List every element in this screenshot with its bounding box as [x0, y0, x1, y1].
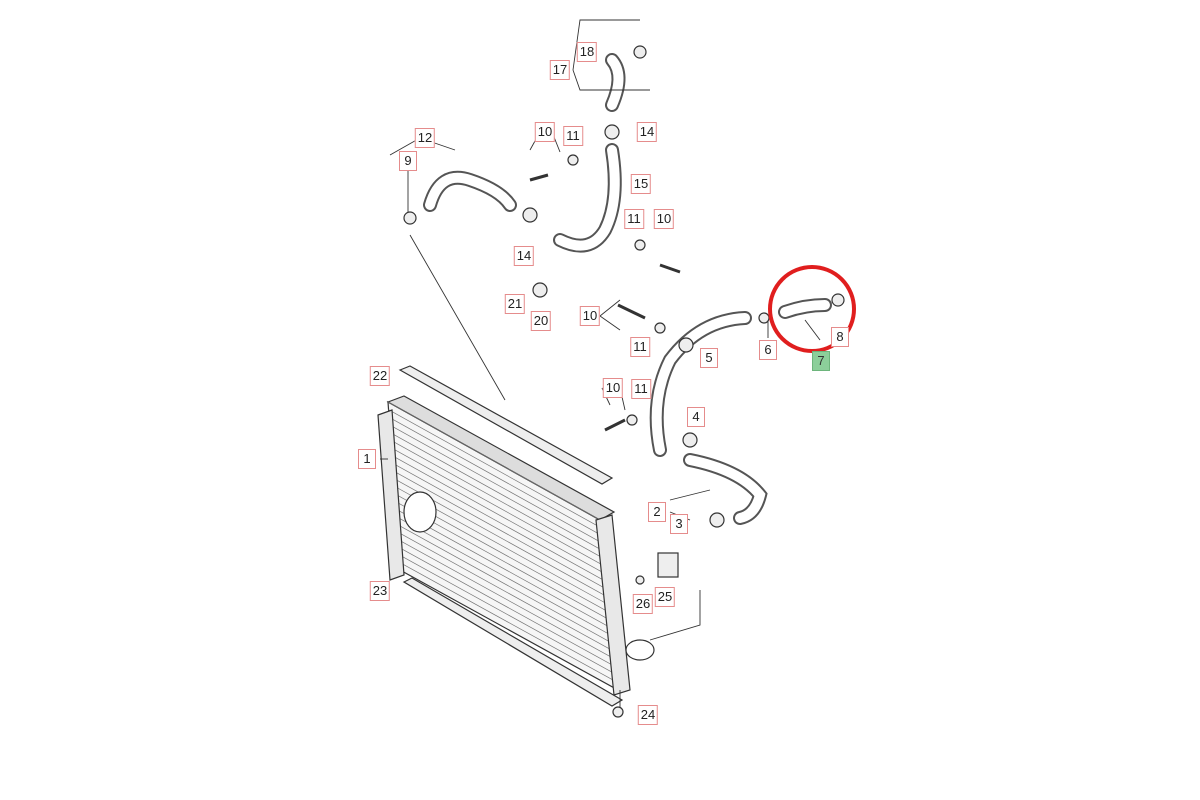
part-label-10: 10 [579, 306, 601, 326]
lower-seal-strip [402, 577, 624, 707]
part-label-25: 25 [654, 587, 676, 607]
part-label-11: 11 [631, 379, 651, 399]
part-label-11: 11 [563, 126, 583, 146]
intercooler-core [377, 395, 655, 696]
part-label-9: 9 [399, 151, 417, 171]
part-label-10: 10 [534, 122, 556, 142]
part-label-15: 15 [630, 174, 652, 194]
part-label-17: 17 [549, 60, 571, 80]
part-label-1: 1 [358, 449, 376, 469]
part-label-5: 5 [700, 348, 718, 368]
part-label-10: 10 [602, 378, 624, 398]
part-label-24: 24 [637, 705, 659, 725]
upper-seal-strip [398, 365, 614, 485]
part-label-14: 14 [513, 246, 535, 266]
part-label-26: 26 [632, 594, 654, 614]
part-label-23: 23 [369, 581, 391, 601]
part-label-8: 8 [831, 327, 849, 347]
part-label-6: 6 [759, 340, 777, 360]
part-label-10: 10 [653, 209, 675, 229]
clamps-and-bolts [403, 45, 845, 718]
part-label-21: 21 [504, 294, 526, 314]
part-label-4: 4 [687, 407, 705, 427]
part-label-18: 18 [576, 42, 598, 62]
part-label-11: 11 [630, 337, 650, 357]
part-label-11: 11 [624, 209, 644, 229]
part-label-7: 7 [812, 351, 830, 371]
part-label-14: 14 [636, 122, 658, 142]
part-label-12: 12 [414, 128, 436, 148]
part-label-22: 22 [369, 366, 391, 386]
part-label-20: 20 [530, 311, 552, 331]
part-label-2: 2 [648, 502, 666, 522]
part-label-3: 3 [670, 514, 688, 534]
